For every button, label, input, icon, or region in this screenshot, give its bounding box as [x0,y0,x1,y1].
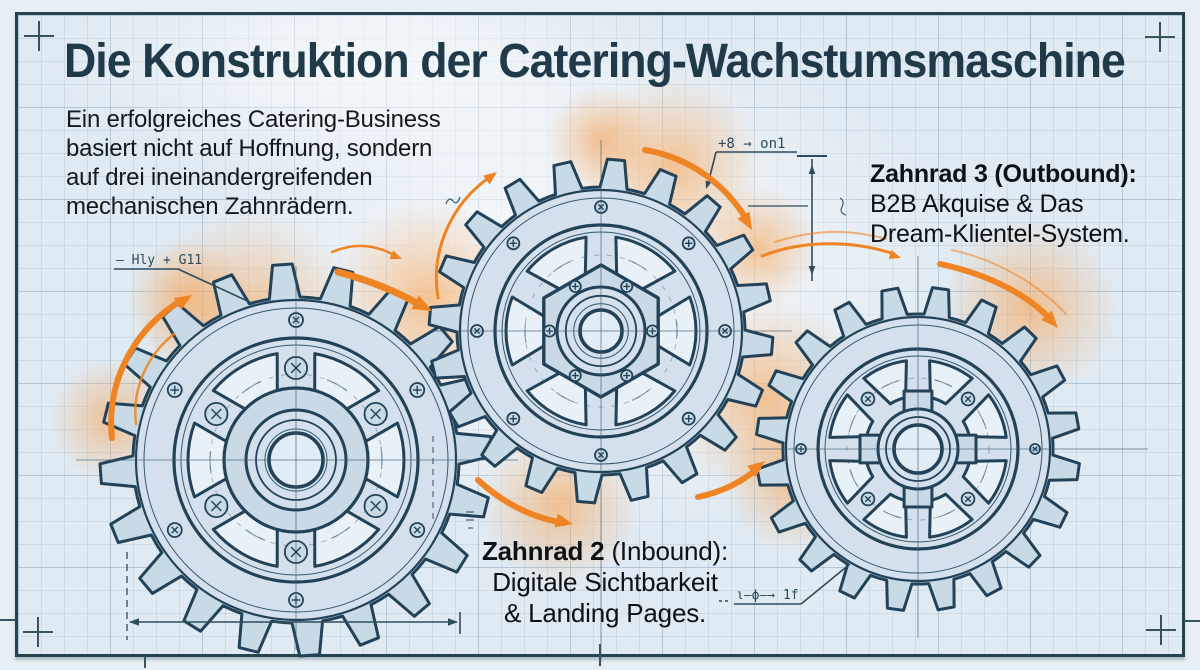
gear2-heading-bold: Zahnrad 2 [481,536,605,566]
dim-annotation-bottom-right: ι–ϕ–→ 1f [736,588,799,603]
rotation-arrows-layer [108,147,1067,528]
gear2-line: Digitale Sichtbarkeit [492,567,718,597]
intro-line: basiert nicht auf Hoffnung, sondern [66,135,433,162]
gear2-label: Zahnrad 2 (Inbound): Digitale Sichtbarke… [440,536,770,629]
intro-line: auf drei ineinandergreifenden [66,164,373,191]
gear2-heading: Zahnrad 2 (Inbound): [440,536,770,567]
gears-layer [76,140,1148,662]
gear-left-inbound-visual [76,262,518,658]
intro-text: Ein erfolgreiches Catering-Business basi… [66,105,441,221]
dim-annotation-top: +8 → on1 [718,136,785,152]
gear-center-inbound [427,140,792,662]
gear3-label: Zahnrad 3 (Outbound): B2B Akquise & Das … [870,159,1137,249]
intro-line: Ein erfolgreiches Catering-Business [66,106,441,133]
gear2-heading-rest: (Inbound): [604,536,728,566]
dim-annotation-left: – Hly + G11 [116,253,202,268]
gear3-line: Dream-Klientel-System. [870,220,1130,248]
gear2-line: & Landing Pages. [503,598,707,628]
intro-line: mechanischen Zahnrädern. [66,193,354,220]
dimension-lines-layer [114,151,851,640]
registration-marks-layer [0,21,1200,668]
gear3-line: B2B Akquise & Das [870,190,1084,218]
page-title: Die Konstruktion der Catering-Wachstumsm… [64,35,1126,88]
gear-right-outbound [752,256,1148,638]
gear3-heading: Zahnrad 3 (Outbound): [870,160,1137,188]
